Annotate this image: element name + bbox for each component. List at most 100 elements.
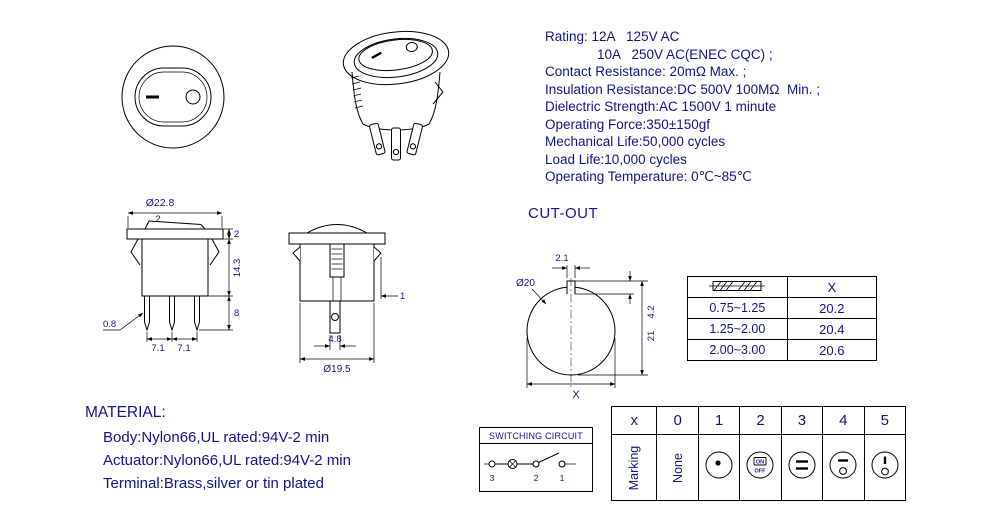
- rating-line: 10A 250V AC(ENEC CQC) ;: [597, 46, 773, 62]
- front-view-dimension-drawing: 1 4.8 Ø19.5: [288, 224, 405, 375]
- marking-col-header: 0: [656, 406, 699, 435]
- marking-table: x 0 1 2 3 4 5 Marking None ON OFF: [610, 406, 907, 501]
- marking-icons-row: Marking None ON OFF: [610, 434, 907, 501]
- flange-profile: [126, 228, 224, 240]
- x-value-cell: 20.6: [786, 339, 878, 361]
- material-title: MATERIAL:: [85, 404, 166, 421]
- mounting-clip-right: [209, 238, 220, 266]
- marking-col-header: 3: [780, 406, 824, 435]
- dim-label-flange-height: 2: [234, 229, 239, 240]
- panel-thickness-header-cell: [687, 276, 788, 298]
- terminal-3-label: 3: [490, 473, 495, 483]
- marking-lines-cell: [780, 434, 824, 501]
- flange-ellipse: [342, 30, 450, 86]
- rating-line: Insulation Resistance:DC 500V 100MΩ Min.…: [545, 81, 820, 97]
- dim-label-body-height: 14.3: [232, 259, 243, 278]
- marking-dot-icon: [705, 451, 733, 479]
- off-mark-icon: [405, 41, 418, 53]
- dim-label-total-height: 21: [646, 331, 657, 342]
- switch-arm: [538, 452, 560, 463]
- spring-hatch: [331, 248, 343, 270]
- dim-label-body-diameter: Ø19.5: [323, 364, 351, 375]
- dim-label-pitch-right: 7.1: [177, 343, 190, 354]
- marking-bar-circle-cell: [863, 434, 907, 501]
- mounting-clip: [432, 81, 444, 105]
- mounting-clip-left: [130, 238, 141, 266]
- material-line: Terminal:Brass,silver or tin plated: [103, 475, 324, 492]
- dim-label-clip: 1: [400, 291, 405, 302]
- material-line: Body:Nylon66,UL rated:94V-2 min: [103, 429, 330, 446]
- dim-label-diameter: Ø22.8: [146, 197, 175, 209]
- panel-thickness-icon: [709, 280, 766, 291]
- dim-label-rocker-height: 2: [155, 214, 160, 225]
- marking-dash-circle-cell: [822, 434, 865, 501]
- marking-corner-cell: x: [610, 406, 658, 435]
- marking-dot-cell: [697, 434, 741, 501]
- marking-dash-circle-icon: [829, 451, 857, 479]
- switch-perspective-drawing: [342, 30, 450, 161]
- spring-housing: [329, 243, 345, 278]
- marking-row-label-cell: Marking: [610, 434, 658, 501]
- table-row: 2.00~3.00 20.6: [687, 339, 878, 361]
- terminals: [369, 122, 423, 161]
- flange: [288, 232, 386, 245]
- svg-text:ON: ON: [756, 459, 764, 465]
- dim-label-cutout-diameter: Ø20: [516, 278, 535, 289]
- marking-col-header: 1: [697, 406, 741, 435]
- rating-line: Contact Resistance: 20mΩ Max. ;: [545, 64, 747, 79]
- thickness-range-cell: 2.00~3.00: [687, 339, 788, 361]
- terminal-hole: [331, 313, 339, 321]
- rating-line: Operating Temperature: 0℃~85℃: [545, 169, 752, 184]
- switch-bezel: [121, 45, 225, 149]
- svg-text:OFF: OFF: [755, 469, 767, 475]
- marking-bar-circle-icon: [871, 451, 899, 479]
- switch-front-view-drawing: [121, 45, 225, 149]
- dim-label-pitch-left: 7.1: [151, 343, 164, 354]
- thickness-range-cell: 0.75~1.25: [687, 297, 788, 319]
- rating-line: Operating Force:350±150gf: [545, 116, 711, 132]
- side-view-dimension-drawing: Ø22.8 2 2 14.3 8 0.8 7.1 7.1: [103, 197, 243, 354]
- dim-label-notch-width: 2.1: [555, 253, 568, 264]
- terminal-1-label: 1: [560, 473, 565, 483]
- rocker-profile: [144, 220, 207, 230]
- clip-left: [292, 246, 301, 262]
- dim-label-x: X: [572, 389, 580, 400]
- material-line: Actuator:Nylon66,UL rated:94V-2 min: [103, 452, 351, 469]
- marking-col-header: 5: [863, 406, 907, 435]
- cutout-drawing: 2.1 Ø20 4.2 21 X: [516, 253, 657, 400]
- switching-circuit-box: SWITCHING CIRCUIT 3 2 1: [479, 427, 593, 492]
- clip-right: [373, 246, 382, 262]
- rocker-opening: [134, 67, 212, 127]
- material-block: MATERIAL: Body:Nylon66,UL rated:94V-2 mi…: [85, 404, 351, 495]
- terminal-1-icon: [558, 460, 566, 468]
- marking-col-header: 4: [822, 406, 865, 435]
- dim-label-terminal-thickness: 0.8: [103, 319, 116, 330]
- cutout-section-title: CUT-OUT: [528, 205, 599, 222]
- on-mark-icon: [371, 51, 382, 59]
- terminal-3-icon: [488, 460, 496, 468]
- cutout-size-table: X 0.75~1.25 20.2 1.25~2.00 20.4 2.00~3.0…: [687, 276, 878, 361]
- marking-lines-icon: [788, 451, 816, 479]
- x-value-cell: 20.2: [786, 297, 878, 319]
- cutout-table-header-x: X: [786, 276, 878, 298]
- table-row: 0.75~1.25 20.2: [687, 297, 878, 319]
- body: [299, 243, 375, 302]
- marking-on-off-icon: ON OFF: [746, 451, 774, 479]
- thickness-range-cell: 1.25~2.00: [687, 318, 788, 340]
- marking-col-header: 2: [739, 406, 782, 435]
- marking-header-row: x 0 1 2 3 4 5: [610, 406, 907, 435]
- rocker-face: [138, 71, 208, 123]
- x-value-cell: 20.4: [786, 318, 878, 340]
- rating-line: Rating: 12A 125V AC: [545, 29, 680, 44]
- rating-line: Mechanical Life:50,000 cycles: [545, 134, 726, 149]
- switching-circuit-diagram: 3 2 1: [484, 452, 576, 483]
- marking-none-cell: None: [656, 434, 699, 501]
- dim-label-terminal-length: 8: [234, 308, 239, 319]
- dim-label-terminal-width: 4.8: [328, 334, 341, 345]
- off-mark-icon: [185, 89, 201, 105]
- table-row: 1.25~2.00 20.4: [687, 318, 878, 340]
- terminal-2-label: 2: [534, 473, 539, 483]
- rating-line: Dielectric Strength:AC 1500V 1 minute: [545, 99, 777, 114]
- ratings-block: Rating: 12A 125V AC 10A 250V AC(ENEC CQC…: [545, 28, 975, 186]
- switching-circuit-title: SWITCHING CIRCUIT: [480, 428, 592, 444]
